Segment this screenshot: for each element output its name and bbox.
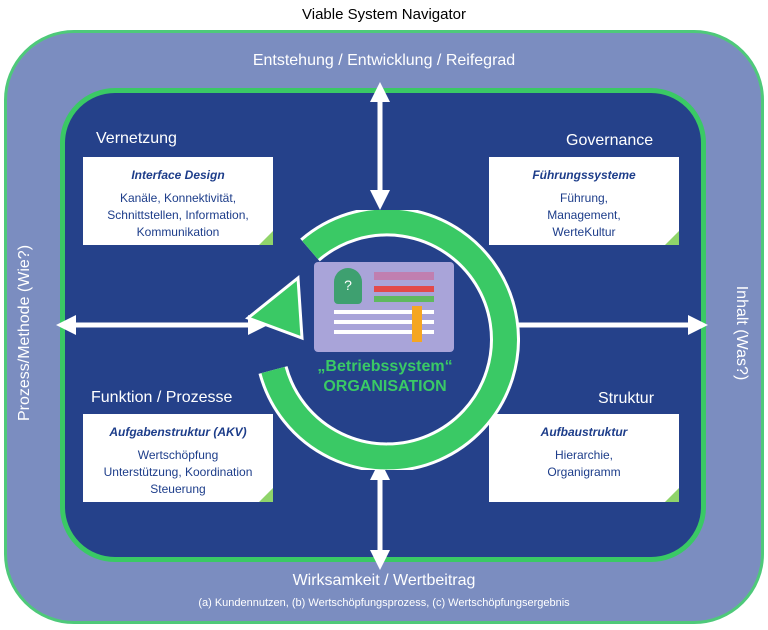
bottom-axis-sublabel: (a) Kundennutzen, (b) Wertschöpfungsproz… [198,597,570,609]
quadrant-title-struktur: Struktur [598,390,655,407]
model-bar-icon [374,286,434,292]
note-fold-icon [665,231,679,245]
model-line-icon [334,320,434,324]
model-line-icon [334,330,434,334]
note-line: Hierarchie, [554,448,614,462]
note-line: Führung, [559,191,609,205]
question-icon: ? [334,268,362,304]
note-fold-icon [665,488,679,502]
quadrant-title-funktion: Funktion / Prozesse [91,389,233,406]
note-line: Wertschöpfung [137,448,219,462]
model-bar-icon [374,296,434,302]
note-title: Interface Design [131,168,225,182]
note-line: Unterstützung, Koordination [103,465,253,479]
note-line: WerteKultur [552,225,616,239]
quadrant-title-vernetzung: Vernetzung [96,130,177,147]
circular-arrow [244,210,520,470]
note-aufgabenstruktur: Aufgabenstruktur (AKV) Wertschöpfung Unt… [83,414,273,502]
diagram-title: Viable System Navigator [302,6,466,23]
note-line: Kommunikation [136,225,220,239]
note-interface-design: Interface Design Kanäle, Konnektivität, … [83,157,273,245]
note-line: Schnittstellen, Information, [107,208,249,222]
system-model-thumbnail: ? [314,262,454,352]
note-fold-icon [259,488,273,502]
center-subtitle: ORGANISATION [323,378,447,395]
note-fold-icon [259,231,273,245]
note-line: Organigramm [547,465,621,479]
note-line: Kanäle, Konnektivität, [119,191,237,205]
center-title: „Betriebssystem“ [317,358,453,375]
note-line: Management, [547,208,621,222]
top-axis-label: Entstehung / Entwicklung / Reifegrad [252,52,516,69]
note-fuehrungssysteme: Führungssysteme Führung, Management, Wer… [489,157,679,245]
note-title: Aufgabenstruktur (AKV) [109,425,247,439]
bottom-axis-label: Wirksamkeit / Wertbeitrag [292,572,476,589]
model-bar-icon [374,272,434,280]
quadrant-title-governance: Governance [566,132,654,149]
model-column-icon [412,306,422,342]
model-line-icon [334,310,434,314]
note-aufbaustruktur: Aufbaustruktur Hierarchie, Organigramm [489,414,679,502]
note-title: Führungssysteme [532,168,636,182]
note-title: Aufbaustruktur [540,425,628,439]
note-line: Steuerung [150,482,206,496]
